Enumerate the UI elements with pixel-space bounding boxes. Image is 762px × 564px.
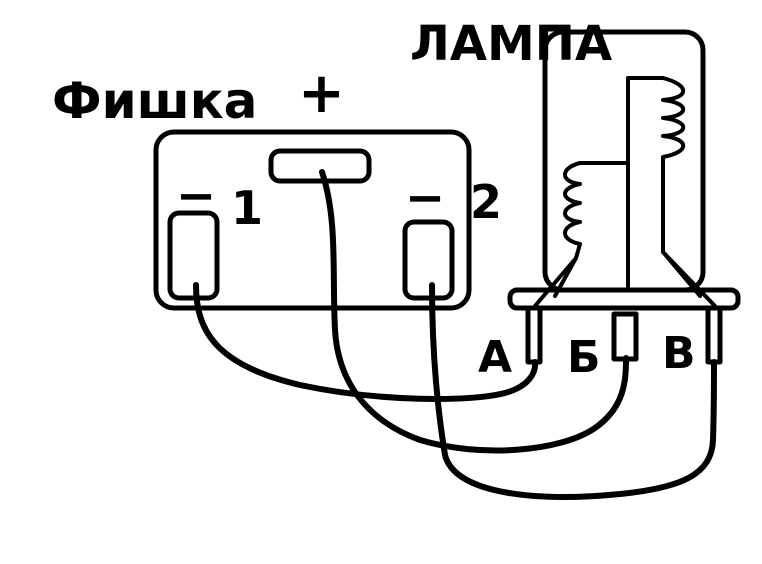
lamp-label: ЛАМПА [410,16,612,72]
lamp-lead-wires [533,250,717,308]
wire-pin1-to-a [193,282,539,402]
lamp-pin-a [525,305,543,365]
wire-plus-to-b [319,169,629,454]
connector-body [153,129,472,311]
lamp-pin-b [611,311,639,362]
lamp-pin-a-label: А [478,332,512,383]
connector-plus-slot [268,148,372,184]
pin2-number-label: 2 [470,175,502,229]
connector-pin2-socket [402,219,455,301]
lamp-filament-coil-high [661,76,685,254]
pin2-minus-label: − [405,170,445,226]
pin1-minus-label: − [176,168,216,224]
pin1-number-label: 1 [231,181,263,235]
lamp-pin-v-label: В [662,328,696,379]
lamp-filament-coil-low [563,161,582,260]
lamp-pin-b-label: Б [567,332,601,383]
connector-pin1-socket [167,210,220,301]
lamp-pin-v [705,305,723,365]
lamp-filament-support [578,76,665,292]
wire-pin2-to-v [429,282,717,500]
plus-sign: + [298,61,345,126]
lamp-base-flange [507,287,741,311]
connector-label: Фишка [52,72,257,130]
